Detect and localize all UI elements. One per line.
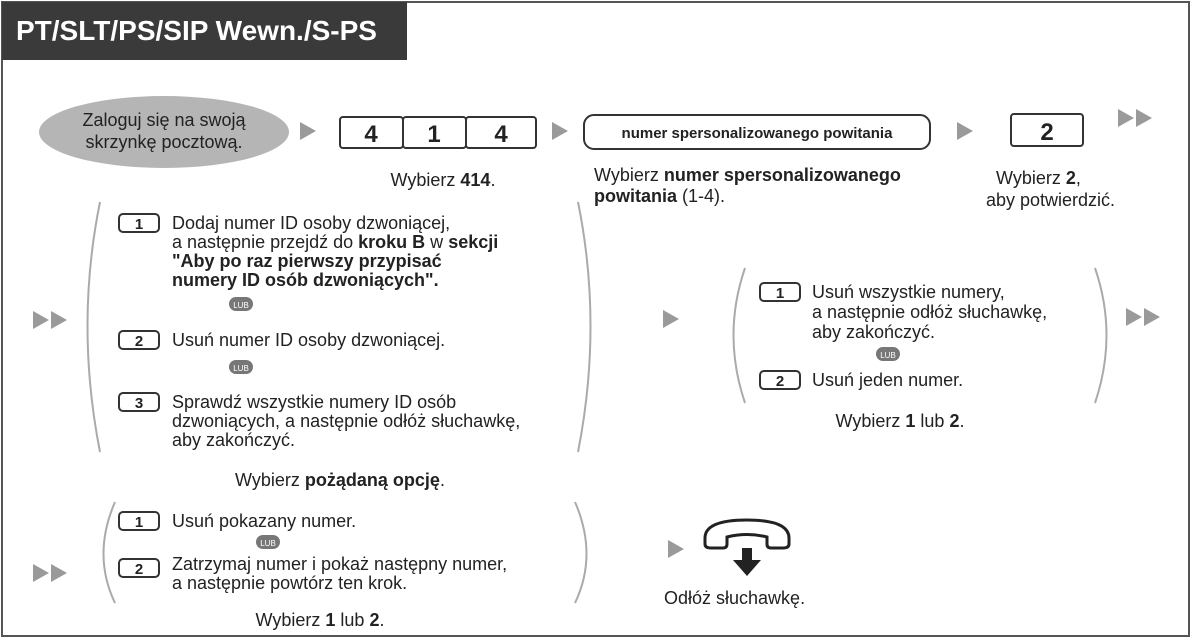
- triangle-arrow-icon: [300, 122, 316, 140]
- lub-badge: LUB: [880, 351, 896, 360]
- svg-text:1: 1: [776, 285, 784, 302]
- option-group-1: 1 Dodaj numer ID osoby dzwoniącej, a nas…: [118, 213, 520, 450]
- triangle-arrow-icon: [663, 310, 679, 328]
- lub-badge: LUB: [260, 539, 276, 548]
- dial-414-keys: 4 1 4: [339, 116, 537, 149]
- greeting-caption-line-2: powitania (1-4).: [594, 186, 725, 206]
- triangle-arrow-icon: [957, 122, 973, 140]
- confirm-caption-line-1: Wybierz 2,: [996, 168, 1081, 188]
- triangle-arrow-icon: [668, 540, 684, 558]
- dial-key-4a: 4: [364, 121, 378, 148]
- handset-hangup-icon: [703, 518, 791, 576]
- svg-text:Sprawdź wszystkie numery ID os: Sprawdź wszystkie numery ID osób: [172, 392, 456, 412]
- left-bracket: [732, 267, 746, 404]
- greeting-caption-line-1: Wybierz numer spersonalizowanego: [594, 165, 901, 185]
- svg-text:Usuń jeden numer.: Usuń jeden numer.: [812, 370, 963, 390]
- svg-text:a następnie odłóż słuchawkę,: a następnie odłóż słuchawkę,: [812, 302, 1047, 322]
- option-key-3: 3: [135, 395, 143, 412]
- svg-text:Usuń numer ID osoby dzwoniącej: Usuń numer ID osoby dzwoniącej.: [172, 330, 445, 350]
- svg-text:dzwoniących, a następnie odłóż: dzwoniących, a następnie odłóż słuchawkę…: [172, 411, 520, 431]
- confirm-caption-line-2: aby potwierdzić.: [986, 190, 1115, 210]
- svg-text:Usuń wszystkie numery,: Usuń wszystkie numery,: [812, 282, 1005, 302]
- option-key-2: 2: [135, 333, 143, 350]
- double-arrow-icon: [33, 564, 67, 582]
- double-arrow-icon: [33, 311, 67, 329]
- confirm-key: 2: [1010, 113, 1084, 147]
- dial-414-caption: Wybierz 414.: [391, 170, 496, 190]
- double-arrow-icon: [1126, 308, 1160, 326]
- option-key-1: 1: [135, 216, 143, 233]
- confirm-digit: 2: [1040, 119, 1053, 146]
- svg-text:aby zakończyć.: aby zakończyć.: [172, 430, 295, 450]
- option-group-3: 1 Usuń pokazany numer. LUB 2 Zatrzymaj n…: [118, 511, 507, 593]
- svg-text:numery ID osób dzwoniących".: numery ID osób dzwoniących".: [172, 270, 439, 290]
- option-group-2-caption: Wybierz 1 lub 2.: [836, 411, 965, 431]
- double-arrow-icon: [1118, 109, 1152, 127]
- svg-text:Zatrzymaj numer i pokaż następ: Zatrzymaj numer i pokaż następny numer,: [172, 554, 507, 574]
- left-bracket: [102, 501, 116, 604]
- right-bracket: [1094, 267, 1108, 404]
- left-bracket: [86, 201, 101, 453]
- login-step: Zaloguj się na swoją skrzynkę pocztową.: [39, 96, 289, 168]
- greeting-number-box: numer spersonalizowanego powitania: [583, 114, 931, 150]
- right-bracket: [577, 201, 592, 453]
- triangle-arrow-icon: [552, 122, 568, 140]
- svg-text:2: 2: [776, 373, 784, 390]
- hangup-caption: Odłóż słuchawkę.: [664, 588, 805, 608]
- svg-text:a następnie przejdź do kroku B: a następnie przejdź do kroku B w sekcji: [172, 232, 498, 252]
- login-line-1: Zaloguj się na swoją: [82, 110, 246, 130]
- option-group-2: 1 Usuń wszystkie numery, a następnie odł…: [759, 282, 1047, 390]
- svg-text:Usuń pokazany numer.: Usuń pokazany numer.: [172, 511, 356, 531]
- svg-text:aby zakończyć.: aby zakończyć.: [812, 322, 935, 342]
- svg-text:"Aby po raz pierwszy przypisać: "Aby po raz pierwszy przypisać: [172, 251, 442, 271]
- dial-key-4b: 4: [494, 121, 508, 148]
- login-line-2: skrzynkę pocztową.: [85, 132, 242, 152]
- page-title: PT/SLT/PS/SIP Wewn./S-PS: [2, 2, 407, 60]
- option-group-1-caption: Wybierz pożądaną opcję.: [235, 470, 445, 490]
- svg-text:1: 1: [135, 514, 143, 531]
- svg-text:Dodaj numer ID osoby dzwoniące: Dodaj numer ID osoby dzwoniącej,: [172, 213, 450, 233]
- svg-text:2: 2: [135, 561, 143, 578]
- option-group-3-caption: Wybierz 1 lub 2.: [256, 610, 385, 630]
- dial-key-1: 1: [427, 121, 440, 148]
- right-bracket: [574, 501, 588, 604]
- svg-text:a następnie powtórz ten krok.: a następnie powtórz ten krok.: [172, 573, 407, 593]
- lub-badge: LUB: [233, 301, 249, 310]
- lub-badge: LUB: [233, 364, 249, 373]
- greeting-box-label: numer spersonalizowanego powitania: [622, 125, 894, 142]
